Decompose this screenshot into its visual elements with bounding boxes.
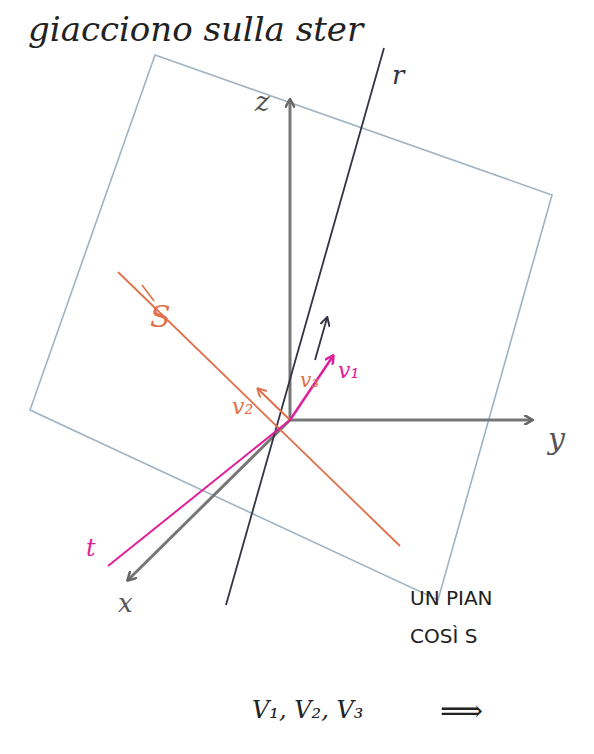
- line-label: t: [86, 536, 96, 560]
- vector-label: v₃: [300, 370, 319, 390]
- implies-symbol: ⟹: [440, 696, 483, 726]
- line-label: r: [392, 62, 404, 88]
- line-t: [108, 420, 290, 566]
- vector-v3: [258, 389, 290, 420]
- z-axis: [289, 100, 292, 420]
- plane-outline: [30, 55, 552, 600]
- axis-label: z: [255, 88, 270, 116]
- line-s: [118, 272, 400, 546]
- x-axis: [128, 420, 290, 580]
- axis-label: y: [548, 424, 565, 454]
- tick-s: [142, 285, 154, 301]
- vector-list: V₁, V₂, V₃: [252, 698, 363, 722]
- line-r: [226, 48, 384, 605]
- note-text: COSÌ S: [410, 626, 477, 646]
- line-label: S: [150, 302, 171, 332]
- r-arrow: [315, 318, 327, 360]
- vector-label: v₁: [338, 360, 359, 382]
- vector-label: v₂: [232, 396, 253, 418]
- vector-v1: [290, 356, 333, 420]
- heading-note: giacciono sulla ster: [28, 12, 363, 46]
- axis-label: x: [118, 590, 133, 616]
- note-text: UN PIAN: [410, 588, 493, 608]
- y-axis: [290, 419, 532, 422]
